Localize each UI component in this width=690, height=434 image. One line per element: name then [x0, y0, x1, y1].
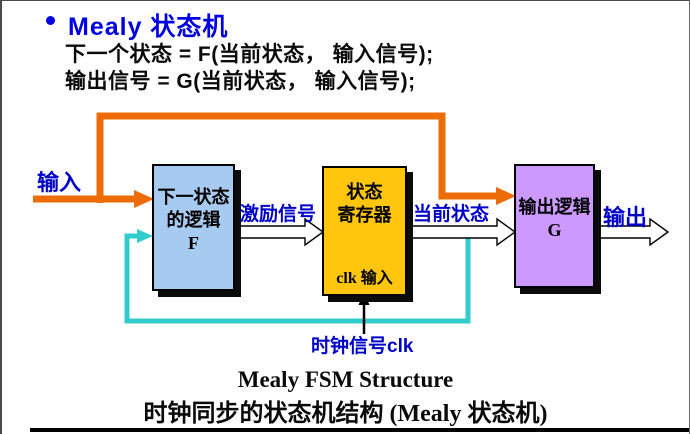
block-output-logic: 输出逻辑 G: [514, 164, 595, 288]
label-current-state: 当前状态: [413, 204, 490, 225]
equation-next-state: 下一个状态 = F(当前状态， 输入信号);: [65, 43, 434, 66]
caption-english: Mealy FSM Structure: [237, 367, 454, 392]
clk-input-port-label: clk 输入: [336, 269, 393, 287]
current-state-arrow: [407, 217, 517, 247]
output-arrow: [595, 217, 670, 247]
block-output-logic-line: 输出逻辑: [518, 197, 591, 217]
bullet-icon: [46, 16, 55, 25]
excitation-signal-arrow: [232, 217, 325, 247]
clock-arrowhead-icon: [358, 292, 370, 305]
input-feedback-path: [96, 112, 498, 203]
feedback-arrowhead-icon: [496, 187, 516, 205]
bottom-rule: [30, 428, 689, 432]
block-state-register-line: 状态: [346, 182, 383, 202]
block-output-logic-line: G: [547, 220, 562, 241]
label-output: 输出: [603, 205, 648, 230]
label-input: 输入: [37, 170, 82, 195]
equation-output: 输出信号 = G(当前状态， 输入信号);: [65, 70, 416, 93]
block-state-register: 状态 寄存器 clk 输入: [322, 166, 407, 296]
label-clock-signal: 时钟信号clk: [311, 336, 414, 357]
state-feedback-path: [124, 233, 471, 324]
slide-title: Mealy 状态机: [68, 13, 229, 41]
state-feedback-arrowhead-icon: [137, 229, 153, 243]
label-excitation-signal: 激励信号: [240, 204, 317, 225]
block-next-state-logic-line: F: [188, 233, 199, 254]
block-state-register-line: 寄存器: [337, 205, 392, 226]
block-next-state-logic-line: 下一状态: [157, 187, 230, 207]
input-arrowhead-icon: [134, 190, 154, 208]
block-next-state-logic-line: 的逻辑: [166, 210, 221, 231]
block-next-state-logic: 下一状态 的逻辑 F: [152, 164, 235, 291]
caption-chinese: 时钟同步的状态机结构 (Mealy 状态机): [143, 401, 548, 427]
